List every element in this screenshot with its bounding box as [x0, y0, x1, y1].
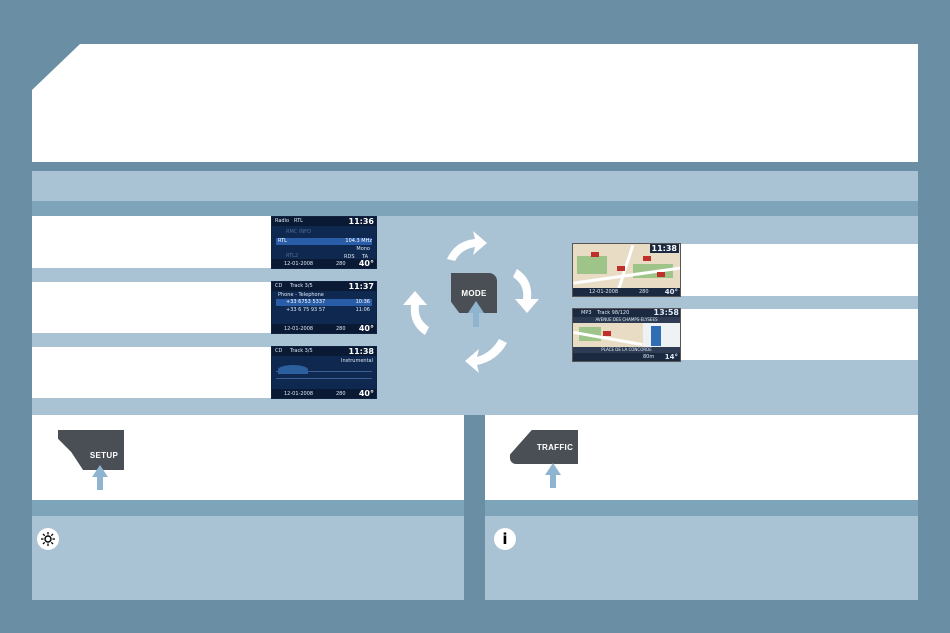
mode-press-arrow-icon — [468, 301, 484, 327]
traffic-button-label: TRAFFIC — [536, 442, 574, 452]
phone-call-2-time: 11:06 — [355, 307, 370, 313]
audio-source-label: CD — [275, 348, 283, 354]
guidance-street-current: AVENUE DES CHAMPS-ELYSEES — [595, 317, 658, 322]
phone-temperature: 40° — [358, 324, 374, 333]
audio-genre: Instrumental — [341, 358, 373, 364]
audio-progress-arc — [278, 365, 308, 374]
phone-track-label: Track 3/5 — [290, 283, 313, 289]
tip-panel — [32, 516, 464, 600]
info-icon: i — [494, 528, 516, 550]
navigation-description-box — [680, 244, 918, 296]
guidance-screen: MP3 Track 98/120 13:58 AVENUE DES CHAMPS… — [572, 308, 681, 362]
radio-distance: 280 — [336, 261, 346, 267]
radio-ta: TA — [362, 254, 369, 260]
audio-track-label: Track 3/5 — [290, 348, 313, 354]
guidance-street-next: PLACE DE LA CONCORDE — [601, 347, 652, 352]
traffic-press-arrow-icon — [545, 463, 561, 488]
phone-distance: 280 — [336, 326, 346, 332]
info-header-bar — [485, 500, 918, 516]
radio-mono: Mono — [356, 246, 370, 252]
guidance-clock: 13:58 — [653, 308, 679, 317]
arrow-left-icon — [403, 291, 429, 335]
map-screen: 11:38 12-01-2008 280 40° — [572, 243, 681, 297]
mode-button-label: MODE — [461, 288, 487, 298]
turn-arrow-icon — [651, 326, 661, 346]
setup-press-arrow-icon — [92, 465, 108, 490]
guidance-temperature: 14° — [664, 353, 678, 361]
phone-clock: 11:37 — [348, 282, 374, 291]
guidance-description-box — [680, 309, 918, 360]
radio-clock: 11:36 — [348, 217, 374, 226]
radio-station-label: RTL — [294, 218, 303, 224]
sun-icon — [37, 528, 59, 550]
phone-description-box — [32, 282, 272, 333]
phone-call-1-time: 10:36 — [355, 299, 370, 305]
guidance-track-label: Track 98/120 — [597, 310, 630, 316]
radio-selected-station: RTL — [278, 238, 287, 244]
map-clock: 11:38 — [649, 244, 679, 253]
map-distance: 280 — [639, 289, 649, 295]
radio-source-label: Radio — [275, 218, 290, 224]
tip-header-bar — [32, 500, 464, 516]
title-panel — [32, 44, 918, 162]
arrow-top-icon — [447, 231, 487, 261]
phone-call-1: +33 6753 5337 — [286, 299, 326, 305]
radio-prev-station: RMC INFO — [286, 229, 311, 235]
phone-call-2: +33 6 75 93 57 — [286, 307, 326, 313]
radio-rds: RDS — [344, 254, 355, 260]
phone-date: 12-01-2008 — [284, 326, 314, 332]
radio-frequency: 104.3 MHz — [345, 238, 372, 244]
guidance-distance: 80m — [643, 354, 655, 360]
info-panel — [485, 516, 918, 600]
audio-clock: 11:38 — [348, 347, 374, 356]
radio-screen: Radio RTL 11:36 RMC INFO RTL 104.3 MHz M… — [271, 216, 377, 269]
audio-date: 12-01-2008 — [284, 391, 314, 397]
phone-source-label: CD — [275, 283, 283, 289]
audio-distance: 280 — [336, 391, 346, 397]
audio-temperature: 40° — [358, 389, 374, 398]
arrow-bottom-icon — [465, 339, 507, 373]
radio-next-station: RTL2 — [286, 253, 299, 259]
guidance-source-label: MP3 — [581, 310, 592, 316]
phone-screen: CD Track 3/5 11:37 Phone - Telephone +33… — [271, 281, 377, 334]
radio-temperature: 40° — [358, 259, 374, 268]
mode-button[interactable]: MODE — [451, 273, 497, 313]
map-temperature: 40° — [664, 288, 678, 296]
phone-header: Phone - Telephone — [278, 292, 324, 298]
arrow-right-icon — [513, 269, 539, 313]
mode-cycle-arrows — [403, 231, 539, 373]
setup-button-label: SETUP — [89, 450, 119, 460]
radio-date: 12-01-2008 — [284, 261, 314, 267]
section-header-bar — [32, 201, 918, 216]
map-date: 12-01-2008 — [589, 289, 619, 295]
radio-description-box — [32, 216, 272, 268]
audio-screen: CD Track 3/5 11:38 Instrumental 12-01-20… — [271, 346, 377, 399]
audio-description-box — [32, 347, 272, 398]
